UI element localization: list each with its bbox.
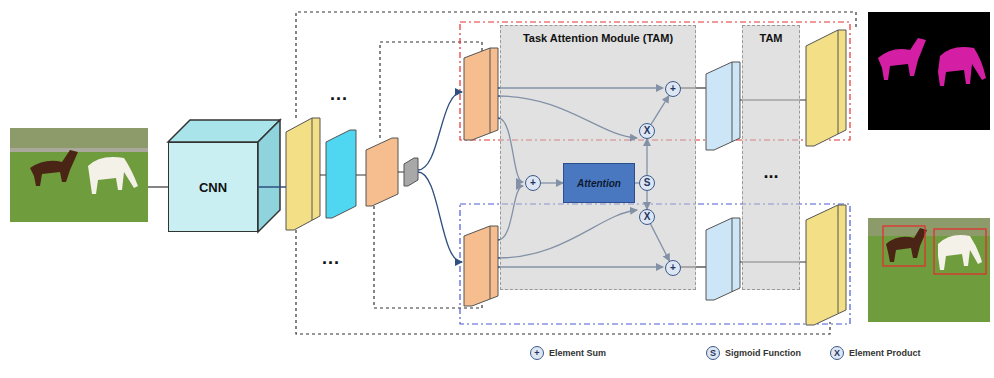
wire [356, 175, 366, 176]
cube-side [258, 120, 280, 232]
feature-map [366, 138, 398, 206]
white-horse [88, 157, 138, 194]
ellipsis: ... [743, 162, 799, 183]
photo-trees [10, 128, 148, 150]
feature-map [326, 130, 356, 218]
map-edge [732, 218, 733, 292]
wire [418, 92, 462, 170]
feature-map [404, 158, 418, 186]
node-label: + [526, 178, 540, 188]
feature-map [464, 226, 498, 306]
legend-text: Sigmoid Function [725, 348, 801, 358]
map-edge [490, 48, 491, 133]
feature-map [806, 30, 846, 146]
feature-map [464, 48, 498, 140]
wire [258, 186, 286, 188]
legend-text: Element Sum [549, 348, 606, 358]
wire [418, 172, 462, 262]
feature-map [706, 62, 740, 150]
input-photo [10, 128, 148, 222]
map-edge [312, 118, 313, 220]
brown-horse [30, 150, 78, 186]
photo-fence [10, 148, 148, 152]
node-label: CNN [199, 180, 227, 195]
product-symbol: X [639, 209, 655, 225]
sum-symbol: + [525, 175, 541, 191]
bounding-box [934, 229, 986, 274]
feature-map [806, 205, 846, 325]
legend-text: Element Product [849, 348, 921, 358]
sum-symbol: + [530, 346, 544, 360]
map-edge [838, 205, 839, 313]
product-symbol: X [639, 123, 655, 139]
sum-symbol: + [665, 81, 681, 97]
node-label: Attention [564, 178, 634, 189]
wire [320, 175, 326, 176]
module-band: TAM... [742, 25, 800, 290]
map-edge [838, 30, 839, 134]
sigmoid-symbol: S [706, 346, 720, 360]
node-label: S [640, 178, 654, 188]
map-edge [732, 62, 733, 142]
node-label: X [640, 212, 654, 222]
sigmoid-symbol: S [639, 175, 655, 191]
brown-horse [886, 228, 927, 262]
sum-symbol: + [665, 260, 681, 276]
map-edge [490, 226, 491, 299]
ellipsis: ... [322, 248, 340, 269]
wire [148, 186, 168, 187]
feature-map [706, 218, 740, 300]
bounding-box [883, 226, 925, 266]
detection-output [868, 218, 990, 322]
mask-horse [938, 47, 986, 86]
mask-horse [878, 38, 926, 80]
node-label: TAM [743, 32, 799, 44]
node-label: + [666, 263, 680, 273]
node-label: Task Attention Module (TAM) [501, 32, 695, 44]
attention-box: Attention [563, 163, 635, 203]
ellipsis: ... [330, 84, 348, 105]
photo-trees [868, 218, 990, 236]
wire [398, 172, 404, 173]
module-band: Task Attention Module (TAM) + Attention S X X… [500, 25, 696, 290]
node-label: X [640, 126, 654, 136]
feature-map [286, 118, 320, 230]
product-symbol: X [830, 346, 844, 360]
node-label: + [666, 84, 680, 94]
mask-output [868, 12, 990, 130]
white-horse [938, 235, 982, 270]
cnn-block: CNN [168, 142, 258, 232]
